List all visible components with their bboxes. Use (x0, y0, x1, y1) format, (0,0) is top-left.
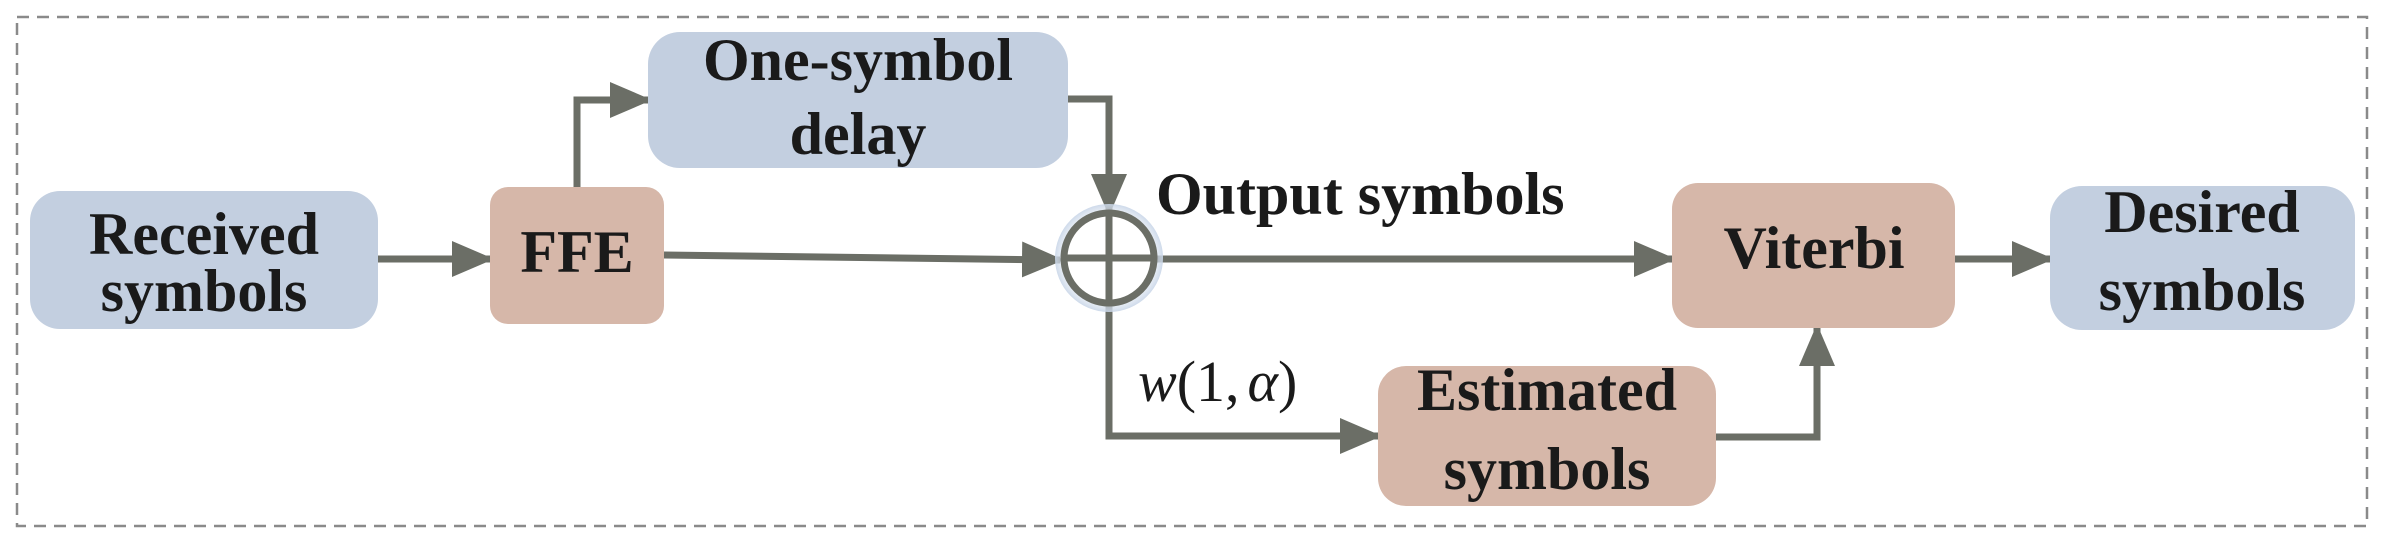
edge-ffe-to-delay (573, 82, 652, 187)
node-estimated-line1: Estimated (1417, 357, 1677, 423)
node-viterbi-label: Viterbi (1723, 215, 1904, 281)
node-delay-line2: delay (790, 101, 927, 167)
node-desired-line2: symbols (2099, 257, 2306, 323)
outer-frame (15, 15, 2369, 528)
node-desired-line1: Desired (2104, 179, 2300, 245)
weight-fn: w (1138, 349, 1177, 414)
edge-delay-to-sum (1068, 95, 1127, 216)
node-received-line1: Received (89, 201, 319, 267)
node-viterbi: Viterbi (1672, 183, 1955, 328)
sum-junction-icon (1055, 204, 1163, 312)
node-desired-symbols: Desired symbols (2050, 179, 2355, 330)
weight-open: ( (1177, 349, 1196, 414)
node-one-symbol-delay: One-symbol delay (648, 27, 1068, 168)
node-ffe: FFE (490, 187, 664, 324)
edge-sum-to-estimated (1105, 303, 1382, 454)
weight-close: ) (1278, 349, 1297, 414)
node-received-symbols: Received symbols (30, 191, 378, 329)
weight-sep: , (1225, 349, 1240, 414)
weight-label: w(1,α) (1138, 349, 1297, 414)
output-symbols-label: Output symbols (1156, 161, 1564, 227)
node-estimated-line2: symbols (1444, 436, 1651, 502)
weight-arg1: 1 (1196, 349, 1225, 414)
edge-estimated-to-viterbi (1716, 324, 1835, 441)
node-received-line2: symbols (101, 258, 308, 324)
weight-arg2: α (1248, 349, 1280, 414)
node-ffe-label: FFE (520, 219, 633, 285)
node-delay-line1: One-symbol (703, 27, 1013, 93)
node-estimated-symbols: Estimated symbols (1378, 357, 1716, 506)
edge-ffe-to-sum (663, 241, 1064, 278)
